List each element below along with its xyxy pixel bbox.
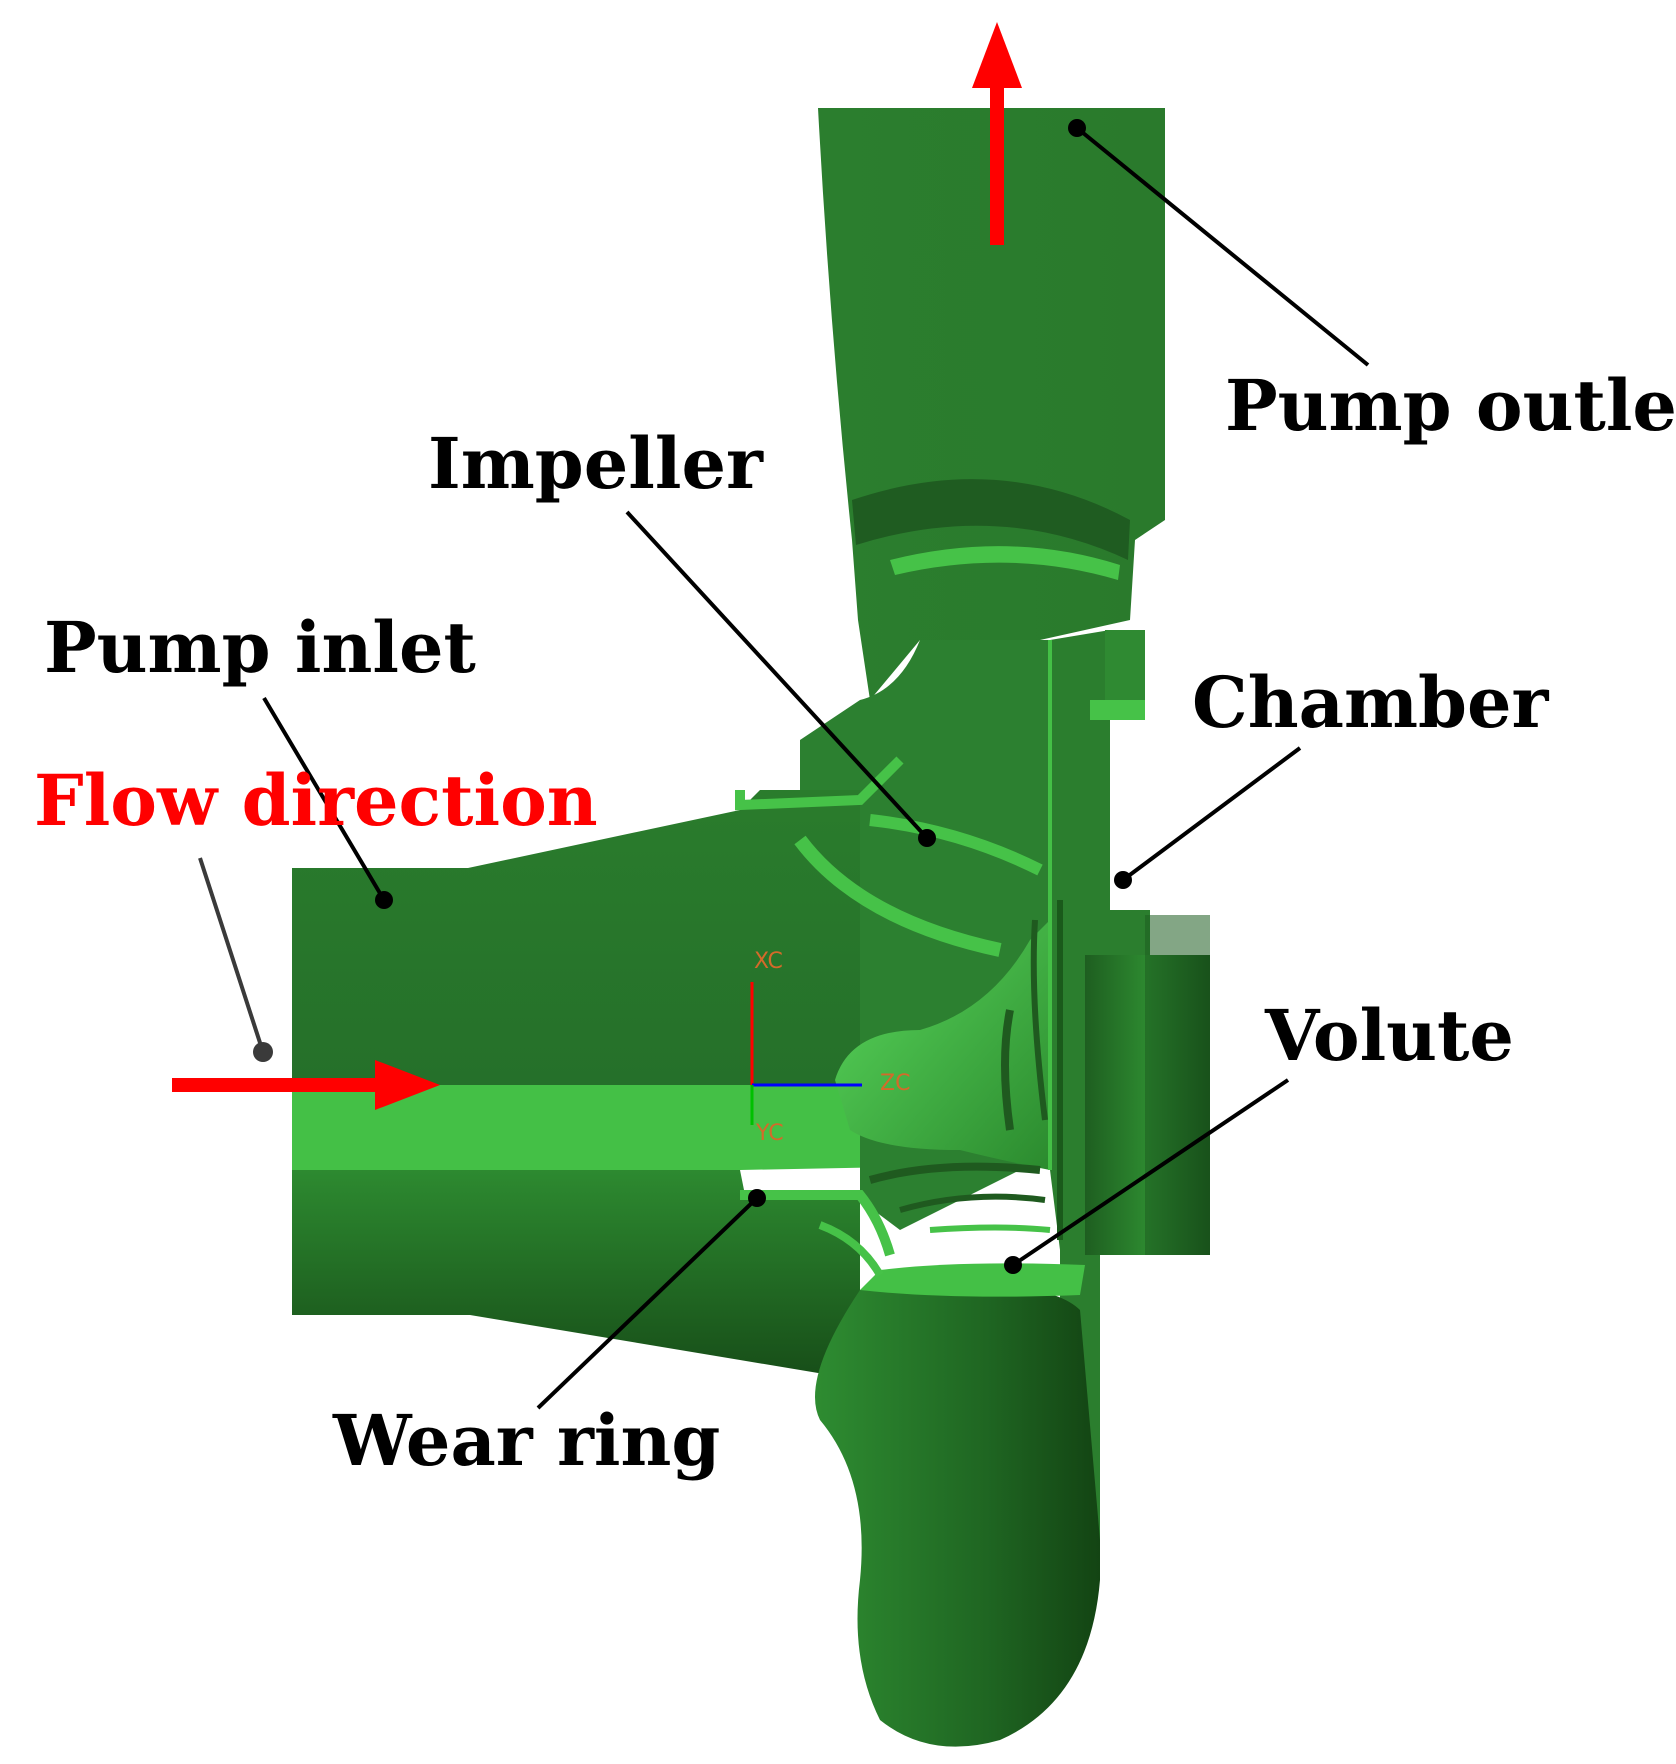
- label-pump-inlet: Pump inlet: [44, 606, 476, 689]
- blade-6: [899, 1193, 1046, 1213]
- volute-lower-pipe: [815, 1283, 1100, 1747]
- leader-volute: [1011, 1078, 1290, 1267]
- dot-wear-ring: [748, 1189, 766, 1207]
- outlet-arrow-head: [972, 22, 1022, 88]
- bearing-housing-outer: [1145, 915, 1210, 1255]
- leader-impeller: [625, 510, 929, 840]
- leader-lines: [198, 126, 1370, 1410]
- leader-chamber: [1121, 746, 1302, 882]
- label-flow-direction: Flow direction: [34, 759, 598, 842]
- leader-pump-inlet: [262, 696, 386, 902]
- blade-2: [869, 814, 1043, 876]
- inlet-pipe-lit-band: [292, 1085, 1000, 1170]
- inlet-pipe-upper: [292, 790, 860, 1085]
- label-impeller: Impeller: [428, 422, 764, 505]
- impeller-hub: [835, 920, 1050, 1170]
- blade-3: [1001, 1009, 1014, 1131]
- label-wear-ring: Wear ring: [332, 1399, 720, 1482]
- dot-flow-direction: [253, 1042, 273, 1062]
- axis-yc-label: YC: [755, 1121, 784, 1146]
- label-volute: Volute: [1264, 994, 1514, 1077]
- shroud-ring-top: [735, 756, 904, 811]
- inlet-arrow-head: [375, 1060, 440, 1110]
- chamber-step-highlight: [1090, 700, 1145, 720]
- blade-4: [1030, 919, 1048, 1121]
- blade-5: [868, 1162, 1041, 1184]
- shroud-ring-bottom: [740, 1190, 895, 1257]
- leader-wear-ring: [536, 1196, 759, 1410]
- label-chamber: Chamber: [1192, 661, 1550, 744]
- leader-dots: [253, 119, 1132, 1274]
- leader-pump-outlet: [1075, 126, 1370, 367]
- coordinate-triad: XC ZC YC: [750, 949, 910, 1146]
- axis-zc-label: ZC: [880, 1071, 910, 1096]
- chamber-step: [1105, 630, 1145, 710]
- pump-body: [292, 108, 1210, 1747]
- dot-pump-outlet: [1068, 119, 1086, 137]
- blade-7: [929, 1224, 1051, 1233]
- dot-volute: [1004, 1256, 1022, 1274]
- blade-1: [794, 835, 1002, 957]
- dot-impeller: [918, 829, 936, 847]
- outlet-pipe: [818, 108, 1165, 700]
- labels: Pump outlet Impeller Pump inlet Flow dir…: [34, 364, 1676, 1482]
- outlet-lip-highlight: [890, 546, 1120, 580]
- label-pump-outlet: Pump outlet: [1225, 364, 1676, 447]
- dot-chamber: [1114, 871, 1132, 889]
- flow-arrows: [172, 22, 1022, 1110]
- volute-inner-cut: [818, 1221, 884, 1278]
- leader-flow-direction: [198, 857, 265, 1053]
- volute-top-rim: [860, 1263, 1085, 1297]
- axis-xc-label: XC: [754, 949, 783, 974]
- inlet-pipe-lower: [292, 1170, 860, 1380]
- dot-pump-inlet: [375, 891, 393, 909]
- outlet-lip: [852, 479, 1130, 560]
